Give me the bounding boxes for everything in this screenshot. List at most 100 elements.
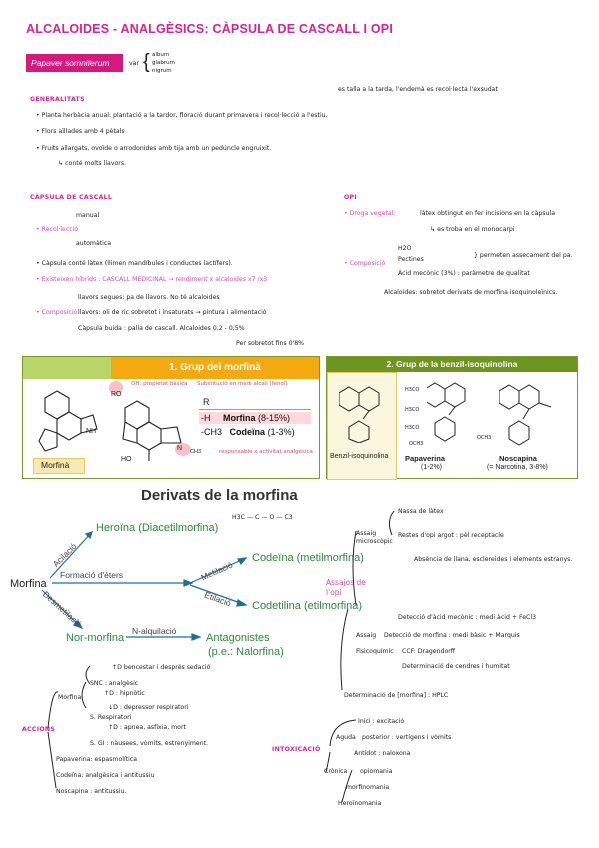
generalitats-heading: GENERALITATS [30,96,85,103]
fig1-annot-2: Substitució en medi alcalí (fenol) [197,381,288,387]
benzylisoquinoline-skeleton-icon [339,386,380,443]
antagonistes-node: Antagonistes [206,632,270,644]
assaig2-label: Assaig [356,632,377,639]
absencia-text: Absència de llana, esclereides i element… [414,556,573,563]
fig1-annot-1: OH: propietat bàsica [131,381,188,387]
morfinan-skeleton-icon [38,390,98,452]
recoleccio-opt-2: automàtica [76,240,112,247]
papaverina-pct: (1-2%) [421,464,443,471]
capsula-line-2: • Existeixen híbrids : CASCALL MEDICINAL… [36,276,268,283]
var-prefix: var [129,60,139,67]
normorfina-node: Nor-morfina [66,632,125,644]
noscapine-structure-icon [499,384,552,446]
codeina-action: Codeïna: analgèsica i antitussiu [56,772,155,779]
heroina-node: Heroïna (Diacetilmorfina) [96,522,219,534]
r-row-codeina: -CH3 Codeïna (1-3%) [201,427,295,437]
inici-text: Inici : excitació [358,718,405,725]
ccf-text: CCF: Dragendorff [402,648,456,655]
noscapina-pct: (= Narcotina, 3-8%) [487,464,548,471]
fig1-annot-3: responsable x activitat analgèsica [219,449,313,455]
opi-comp-note: } permeten assecament del pa. [474,252,573,259]
heroin-formula: H3C — C — O — C3 [232,514,293,521]
papaverina-name: Papaverina [405,454,446,463]
h3co-2: H3CO [405,407,420,413]
gen-line-3: • Fruits allargats, ovoïde o arrodonides… [36,145,272,152]
cendres-text: Determinació de cendres i humitat [402,663,510,670]
intox-brackets [325,719,357,803]
gen-line-2: • Flors aïllades amb 4 pètals [36,128,125,135]
r-row-morfina: -H Morfina (8-15%) [201,413,291,423]
cronica-label: Crònica [324,768,348,775]
nalquilacio-edge: N-alquilació [132,626,177,636]
opi-comp-4: Alcaloides: sobretot derivats de morfina… [384,289,558,296]
capsula-line-1: • Càpsula conté làtex (llimen mandíbules… [36,260,233,267]
capsula-heading: CÀPSULA DE CASCALL [30,194,113,201]
droga-label: • Droga vegetal: [344,210,396,217]
comp-line-1: llavors segues: pa de llavors. No té alc… [78,294,220,301]
noscapina-name: Noscapina [499,454,537,463]
nassa-text: Nassa de làtex [398,508,444,515]
accions-heading: ACCIONS [22,726,56,733]
assajos-heading: Assajos de l'opi [326,578,366,597]
morfinan-title: 1. Grup del morfinà [111,357,319,379]
posterior-text: posterior : vertígens i vòmits [362,734,452,741]
gen-line-1: • Planta herbàcia anual: plantació a la … [36,112,328,119]
h3co-1: H3CO [405,387,420,393]
accions-morfina: Morfina [58,694,82,701]
opiomania-text: opiomania [360,768,393,775]
deteccio-1: Detecció d'àcid mecònic : medi àcid + Fe… [398,614,537,621]
benzylisoquinoline-title: 2. Grup de la benzil-isoquinolina [327,357,577,372]
heroinomania-text: Heroïnomania [338,800,382,807]
aguda-label: Aguda [336,734,356,741]
variety-3: nigrum [152,68,172,74]
droga-text: làtex obtingut en fer incisions en la cà… [420,210,556,217]
nh-label: NH [86,428,97,435]
brace-icon: { [143,51,150,73]
opi-comp-1: H2O [398,245,412,252]
och3-1: OCH3 [409,441,424,447]
opi-heading: OPI [344,194,357,201]
antagonistes-sub: (p.e.: Nalorfina) [208,646,284,658]
sgi-text: S. GI : nàusees, vòmits, estrenyiment. [90,740,209,747]
deteccio-2: Detecció de morfina : medi bàsic + Marqu… [384,632,520,639]
generalitats-note: es talla a la tarda, l'endemà es recol·l… [338,86,498,93]
snc2-text: ↑D : hipnòtic [104,690,145,697]
snc-text: SNC : analgèsic [90,680,139,687]
comp-line-3: Càpsula buida : palla de cascall. Alcalo… [78,325,245,332]
composicio-label: • Composició [36,309,78,316]
gen-line-4: ↳ conté molts llavors. [58,160,127,167]
papaverina-action: Papaverina: espasmolítica [56,756,138,763]
morphine-structure-icon [122,400,182,461]
codetilina-node: Codetilina (etilmorfina) [252,600,363,612]
accions-brackets [47,665,91,789]
restes-text: Restes d'opi argot : pèl receptacle [398,532,504,539]
page-title: ALCALOIDES - ANALGÈSICS: CÀPSULA DE CASC… [26,22,393,36]
r-label: R [203,397,210,407]
benzylisoquinoline-figure: 2. Grup de la benzil-isoquinolina Benzil… [326,356,578,480]
eters-edge: Formació d'èters [60,570,124,580]
apnea-text: ↑D : apnea, asfíxia, mort [108,724,186,731]
morfinomania-text: morfinomania [346,784,390,791]
papaverine-structure-icon [427,382,466,442]
hplc-text: Determinació de [morfina] : HPLC [344,692,449,699]
och3-2: OCH3 [477,435,492,441]
comp-line-4: Per sobretot fins 0'8% [236,340,305,347]
codeina-node: Codeïna (metilmorfina) [252,552,364,564]
species-label: Papaver somniferum [26,54,123,72]
droga-sub: ↳ es troba en el monocarpi [430,226,515,233]
dosi-text: ↑D bencestar i després sedació [112,664,211,671]
benzylisoquinoline-label: Benzil-isoquinolina [330,453,389,460]
fisico-label: Fisicoquímic [356,648,394,655]
ro-label: RO [111,391,122,398]
opi-comp-2: Pectines [398,256,424,263]
assajos-brackets [340,510,395,691]
derivats-arrows [41,531,248,641]
assag-micro: Assaig microscòpic [356,530,393,545]
opi-composicio-label: • Composició [344,260,386,267]
morfinan-figure: 1. Grup del morfinà Morfinà NH OH: propi… [22,356,320,479]
noscapina-action: Noscapina : antitussiu. [56,788,127,795]
recoleccio-label: • Recol·lecció [36,226,79,233]
variety-1: album [152,52,170,58]
morfina-node: Morfina [10,578,47,590]
ho-label: HO [121,456,132,463]
